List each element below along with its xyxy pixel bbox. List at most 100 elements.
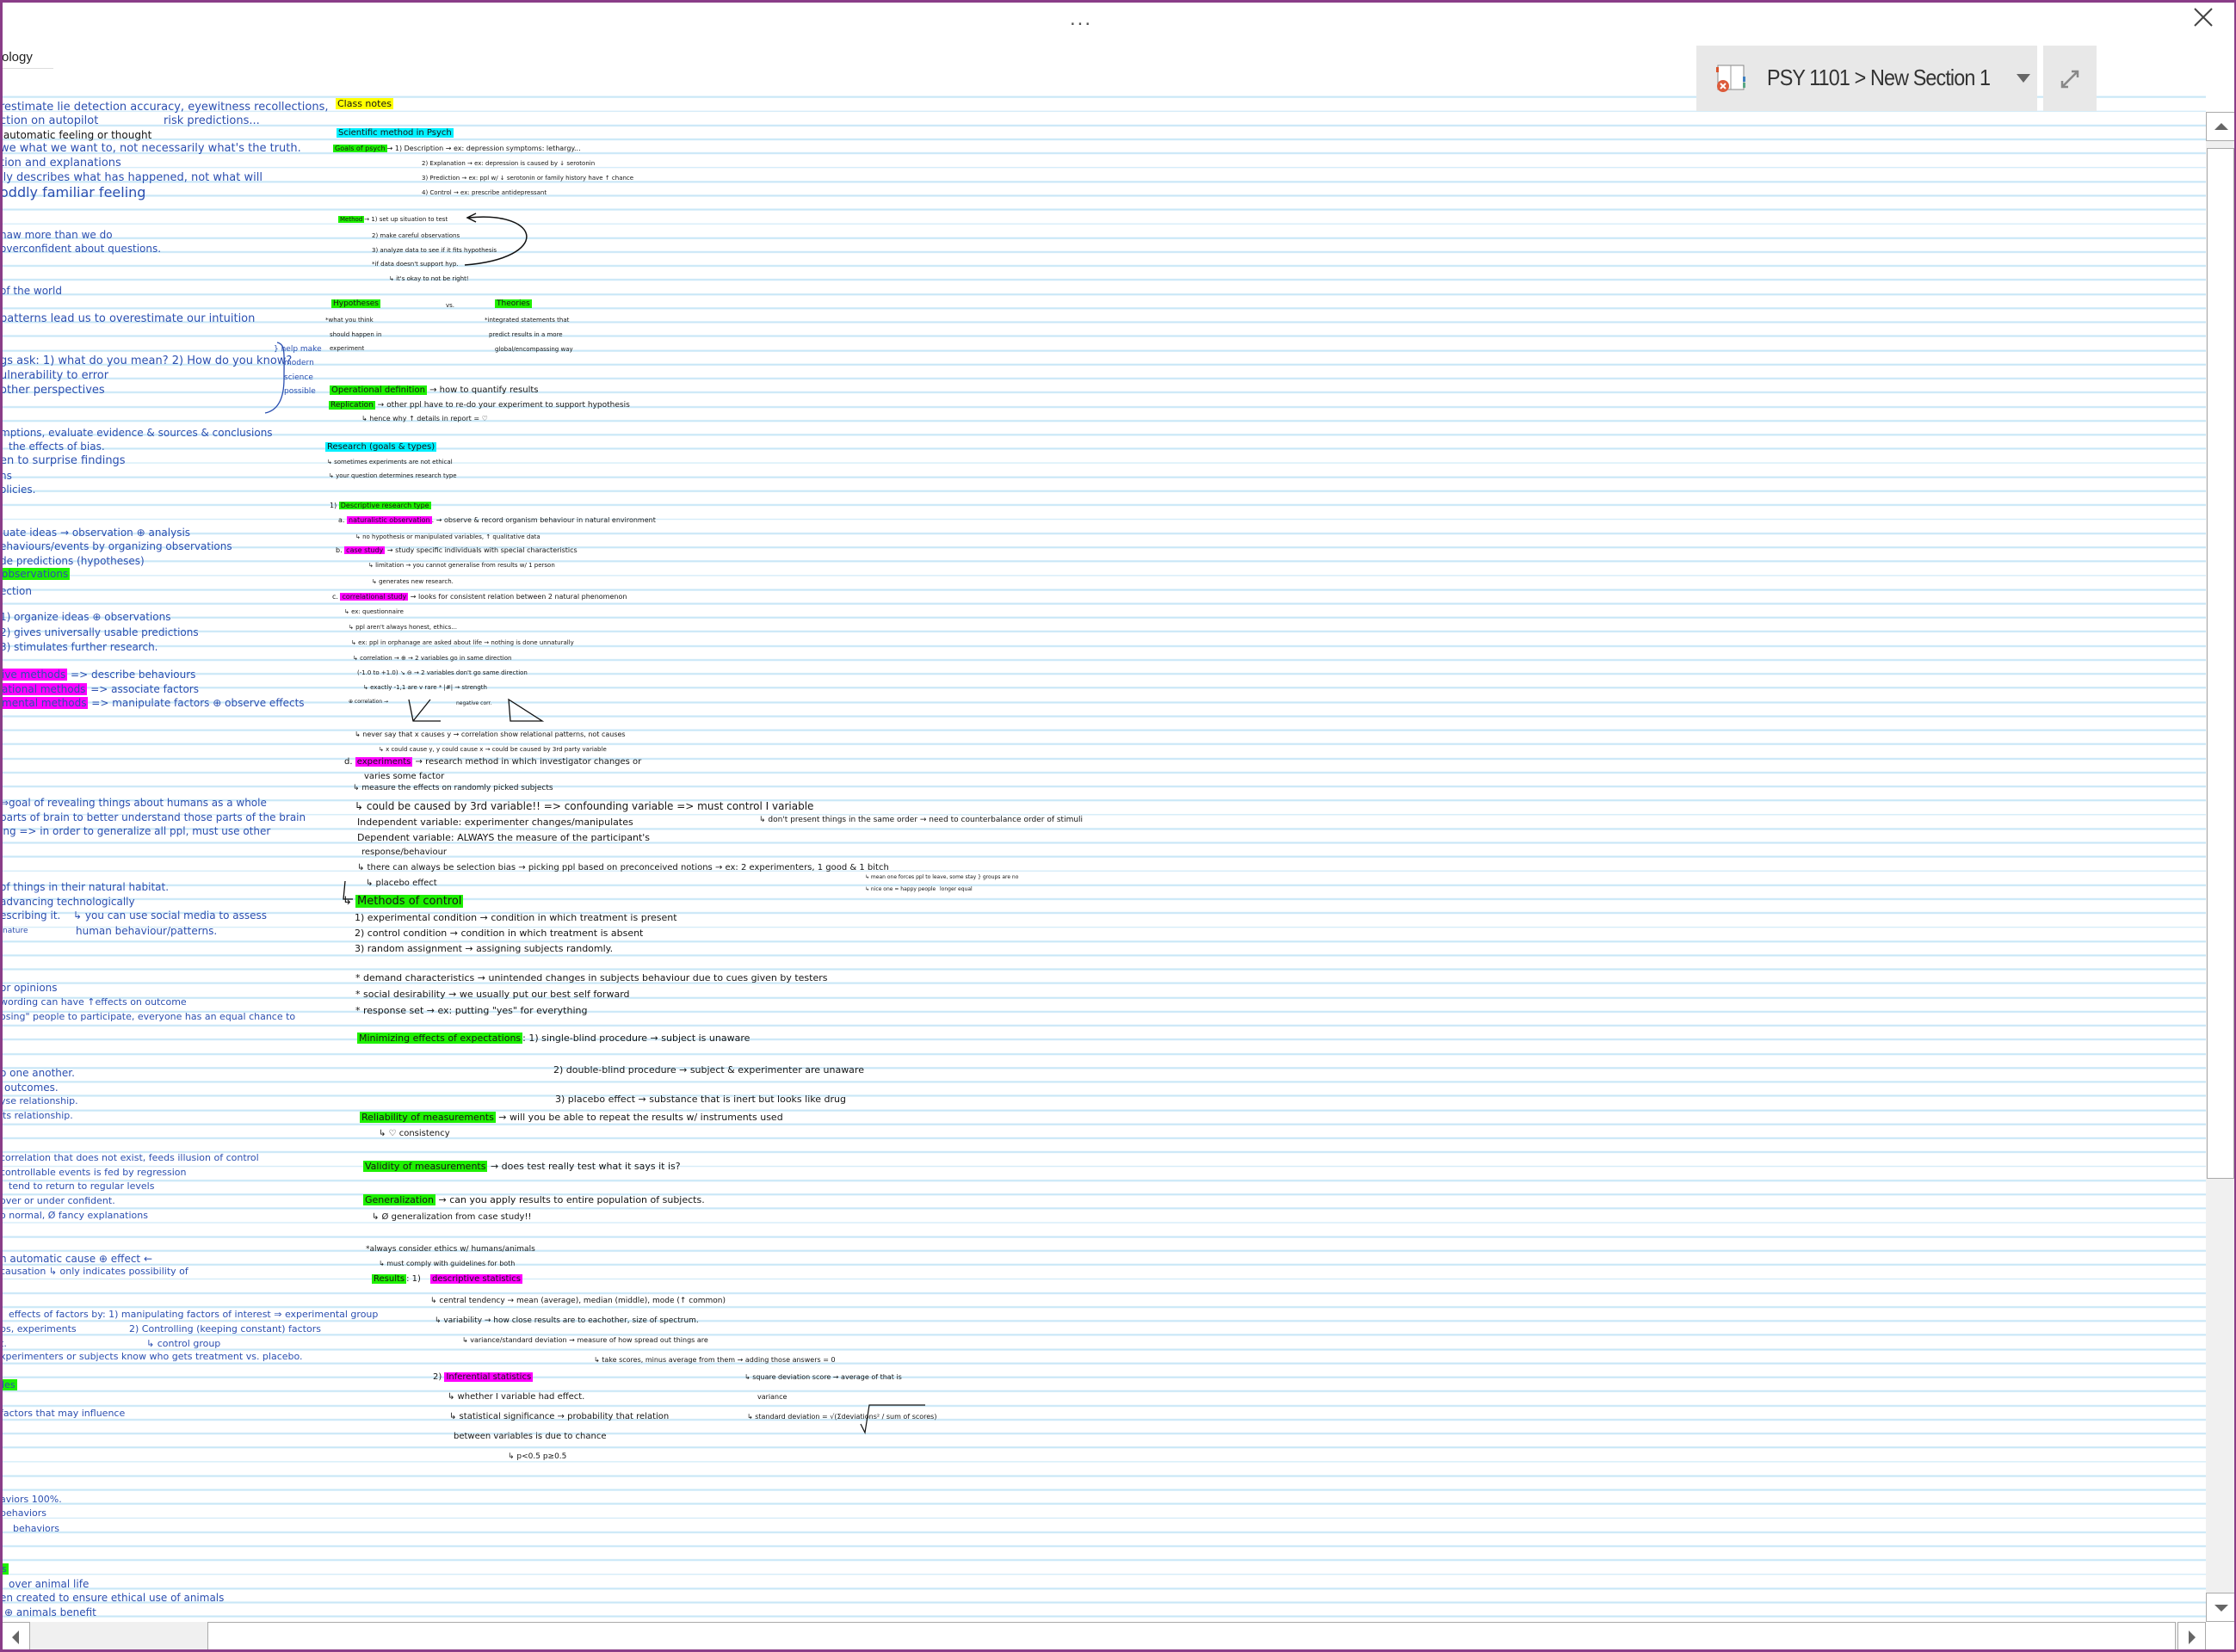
note-text: 2)	[433, 1372, 445, 1382]
note-text: of things in their natural habitat.	[0, 881, 170, 893]
vertical-scroll-thumb[interactable]	[2207, 148, 2234, 1179]
note-text: ↳ mean one forces ppl to leave, some sta…	[865, 874, 1019, 880]
note-text: yse relationship.	[0, 1095, 78, 1106]
highlighted-heading: case study	[344, 546, 386, 554]
scroll-down-button[interactable]	[2206, 1593, 2235, 1622]
class-note-line: ↳ square deviation score → average of th…	[744, 1371, 902, 1384]
note-text: ps, experiments	[0, 1323, 77, 1335]
note-text: * social desirability → we usually put o…	[355, 989, 630, 1000]
note-text: experiment	[330, 345, 365, 352]
note-text: ⊕ animals benefit	[4, 1606, 96, 1618]
class-note-line: predict results in a more	[489, 328, 563, 342]
note-text: ↳	[343, 895, 356, 908]
note-text: ↳ nice one = happy people	[865, 886, 936, 892]
note-text: of the world	[0, 285, 62, 297]
note-text: behaviors	[0, 1507, 47, 1519]
note-text: ily describes what has happened, not wha…	[0, 171, 263, 184]
class-note-line: Generalization → can you apply results t…	[363, 1193, 705, 1207]
note-text: 1)	[330, 502, 339, 509]
class-note-line: ↳ variability → how close results are to…	[435, 1314, 699, 1328]
note-text: luate ideas → observation ⊕ analysis	[0, 527, 191, 539]
page-canvas[interactable]	[0, 0, 2206, 1622]
class-note-line: 1) experimental condition → condition in…	[355, 911, 677, 925]
scroll-left-button[interactable]	[2, 1622, 30, 1650]
note-text: ulnerability to error	[0, 369, 109, 382]
chevron-down-icon[interactable]	[2017, 74, 2030, 83]
note-text: *integrated statements that	[485, 317, 570, 324]
close-button[interactable]	[2186, 2, 2221, 36]
left-note-line: patterns lead us to overestimate our int…	[0, 312, 255, 326]
note-text: 2) Controlling (keeping constant) factor…	[129, 1323, 321, 1335]
left-note-line: o one another.	[0, 1066, 75, 1080]
note-text: Independent variable: experimenter chang…	[357, 817, 633, 828]
note-text: risk predictions...	[164, 114, 260, 127]
class-note-line: ↳ central tendency → mean (average), med…	[430, 1294, 726, 1308]
note-text: oddly familiar feeling	[0, 184, 146, 200]
note-text: outcomes.	[4, 1082, 59, 1094]
note-text: ↳ ppl aren't always honest, ethics...	[349, 624, 457, 631]
class-note-line: * social desirability → we usually put o…	[355, 988, 630, 1002]
class-note-line: Minimizing effects of expectations: 1) s…	[357, 1032, 750, 1045]
highlighted-heading: Goals of psych	[333, 145, 387, 152]
class-note-line: ↳ ex: questionnaire	[344, 605, 404, 619]
highlighted-heading: Results	[372, 1274, 407, 1284]
left-note-line: ↳ you can use social media to assess	[73, 909, 267, 922]
class-note-line: Independent variable: experimenter chang…	[357, 816, 633, 829]
highlighted-heading: Class notes	[336, 98, 393, 109]
left-note-line: s	[0, 1563, 9, 1576]
class-note-line: ↳ ppl aren't always honest, ethics...	[349, 620, 457, 634]
class-note-line: *integrated statements that	[485, 313, 569, 327]
horizontal-scrollbar[interactable]	[2, 1622, 2206, 1650]
note-text: vs.	[446, 302, 455, 309]
left-note-line: 2) Controlling (keeping constant) factor…	[129, 1322, 321, 1336]
highlighted-heading: naturalistic observation	[347, 516, 432, 524]
left-note-line: tion and explanations	[0, 157, 121, 170]
left-note-line: ns	[0, 469, 12, 483]
arrow-down-icon	[2214, 1605, 2228, 1612]
note-text: over or under confident.	[0, 1195, 115, 1206]
note-text: should happen in	[330, 331, 382, 338]
class-note-line: global/encompassing way	[495, 342, 573, 356]
class-note-line: response/behaviour	[361, 846, 447, 860]
left-note-line: other perspectives	[0, 384, 105, 398]
class-note-line: 3) placebo effect → substance that is in…	[555, 1093, 846, 1106]
note-text: ↳ hence why ↑ details in report = ♡	[361, 415, 488, 422]
class-note-line: ↳ statistical significance → probability…	[449, 1410, 669, 1424]
note-text: ↳ variance/standard deviation → measure …	[462, 1336, 708, 1344]
left-note-line: over or under confident.	[0, 1194, 115, 1208]
scroll-up-button[interactable]	[2206, 112, 2235, 141]
class-note-line: Results: 1)	[372, 1273, 421, 1286]
scroll-right-button[interactable]	[2177, 1622, 2206, 1650]
class-note-line: Method→ 1) set up situation to test	[338, 213, 448, 226]
note-text: ↳ exactly -1,1 are v rare * |#| → streng…	[363, 684, 487, 691]
more-options-button[interactable]: ...	[1070, 7, 1093, 30]
notebook-section-selector[interactable]: PSY 1101 > New Section 1	[1696, 46, 2037, 111]
highlighted-heading: Research (goals & types)	[325, 442, 437, 452]
vertical-scrollbar[interactable]	[2206, 112, 2235, 1622]
note-text: ↳ it's okay to not be right!	[389, 275, 469, 282]
note-text: t.	[0, 1338, 7, 1349]
highlighted-heading: Validity of measurements	[363, 1161, 488, 1172]
note-text: causation ↳ only indicates possibility o…	[0, 1266, 188, 1277]
class-note-line: between variables is due to chance	[454, 1430, 607, 1444]
arrow-left-icon	[12, 1630, 19, 1644]
note-text: 3) analyze data to see if it fits hypoth…	[372, 247, 497, 254]
highlighted-heading: ational methods	[0, 683, 88, 695]
note-text: its relationship.	[0, 1110, 73, 1121]
highlighted-heading: les	[0, 1379, 17, 1390]
left-note-line: yse relationship.	[0, 1094, 78, 1108]
note-text: (-1.0 to +1.0) ↘ ⊖ → 2 variables don't g…	[357, 669, 528, 676]
note-text: naw more than we do	[0, 229, 113, 241]
left-note-line: 1) organize ideas ⊕ observations	[0, 610, 170, 624]
page-title[interactable]: ology	[2, 50, 33, 65]
expand-button[interactable]	[2043, 46, 2097, 111]
note-text: *if data doesn't support hyp.	[372, 261, 459, 268]
class-note-line: ⊕ correlation →	[349, 695, 388, 709]
left-note-line: luate ideas → observation ⊕ analysis	[0, 526, 190, 539]
class-note-line: *if data doesn't support hyp.	[372, 257, 459, 271]
note-text: effects of factors by: 1) manipulating f…	[9, 1309, 379, 1320]
class-note-line: should happen in	[330, 328, 381, 342]
horizontal-scroll-thumb[interactable]	[207, 1622, 2176, 1650]
note-text: *always consider ethics w/ humans/animal…	[366, 1245, 535, 1254]
class-note-line: longer equal	[940, 883, 973, 897]
